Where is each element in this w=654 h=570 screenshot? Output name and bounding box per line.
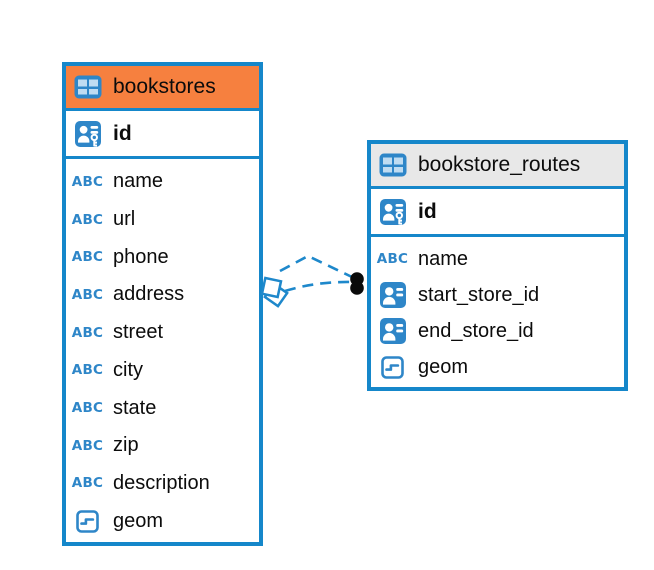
entity-bookstore-routes-header[interactable]: bookstore_routes <box>371 144 624 189</box>
column-name: name <box>418 247 469 270</box>
column-row[interactable]: geom <box>66 502 259 540</box>
column-name: end_store_id <box>418 319 534 342</box>
text-type-icon: ABC <box>71 475 104 492</box>
entity-bookstores-columns: ABC name ABC url ABC phone ABC address A… <box>66 159 259 542</box>
column-row[interactable]: ABC description <box>66 465 259 503</box>
table-icon <box>376 153 409 177</box>
column-name: city <box>113 358 143 381</box>
text-type-icon: ABC <box>376 251 409 267</box>
column-row[interactable]: geom <box>371 349 624 385</box>
entity-bookstore-routes[interactable]: bookstore_routes id ABC name <box>367 140 628 391</box>
column-name: address <box>113 283 185 306</box>
column-name: id <box>113 121 132 145</box>
geometry-type-icon <box>376 355 409 379</box>
reference-icon <box>376 282 409 308</box>
column-name: geom <box>113 509 164 532</box>
column-row-pk[interactable]: id <box>66 111 259 159</box>
text-type-icon: ABC <box>71 400 104 417</box>
column-row[interactable]: ABC city <box>66 352 259 390</box>
relationship-target-marker[interactable] <box>350 272 364 295</box>
column-row[interactable]: end_store_id <box>371 313 624 349</box>
column-name: start_store_id <box>418 283 540 306</box>
column-row[interactable]: ABC phone <box>66 238 259 276</box>
geometry-type-icon <box>71 509 104 533</box>
column-row[interactable]: ABC address <box>66 276 259 314</box>
relationship-line-1[interactable] <box>279 254 353 279</box>
column-row[interactable]: ABC name <box>66 163 259 201</box>
text-type-icon: ABC <box>71 437 104 454</box>
entity-title: bookstore_routes <box>418 153 581 176</box>
column-name: url <box>113 208 136 231</box>
column-row[interactable]: ABC name <box>371 241 624 277</box>
column-name: zip <box>113 434 139 457</box>
entity-bookstores-header[interactable]: bookstores <box>66 66 259 111</box>
column-name: description <box>113 471 210 494</box>
text-type-icon: ABC <box>71 249 104 266</box>
column-row[interactable]: start_store_id <box>371 277 624 313</box>
table-icon <box>71 75 104 99</box>
primary-key-icon <box>71 120 104 147</box>
relationship-line-2[interactable] <box>284 280 352 293</box>
column-name: state <box>113 396 157 419</box>
entity-title: bookstores <box>113 75 216 98</box>
relationship-source-marker[interactable] <box>260 276 289 308</box>
column-name: id <box>418 199 437 223</box>
primary-key-icon <box>376 198 409 225</box>
column-name: geom <box>418 355 469 378</box>
text-type-icon: ABC <box>71 173 104 190</box>
column-name: phone <box>113 245 169 268</box>
column-row[interactable]: ABC state <box>66 389 259 427</box>
entity-bookstores[interactable]: bookstores id ABC name <box>62 62 263 546</box>
text-type-icon: ABC <box>71 211 104 228</box>
text-type-icon: ABC <box>71 286 104 303</box>
text-type-icon: ABC <box>71 324 104 341</box>
column-row-pk[interactable]: id <box>371 189 624 237</box>
column-row[interactable]: ABC url <box>66 201 259 239</box>
text-type-icon: ABC <box>71 362 104 379</box>
column-row[interactable]: ABC street <box>66 314 259 352</box>
column-row[interactable]: ABC zip <box>66 427 259 465</box>
reference-icon <box>376 318 409 344</box>
column-name: street <box>113 321 164 344</box>
entity-bookstore-routes-columns: ABC name start_store_id <box>371 237 624 387</box>
column-name: name <box>113 170 164 193</box>
